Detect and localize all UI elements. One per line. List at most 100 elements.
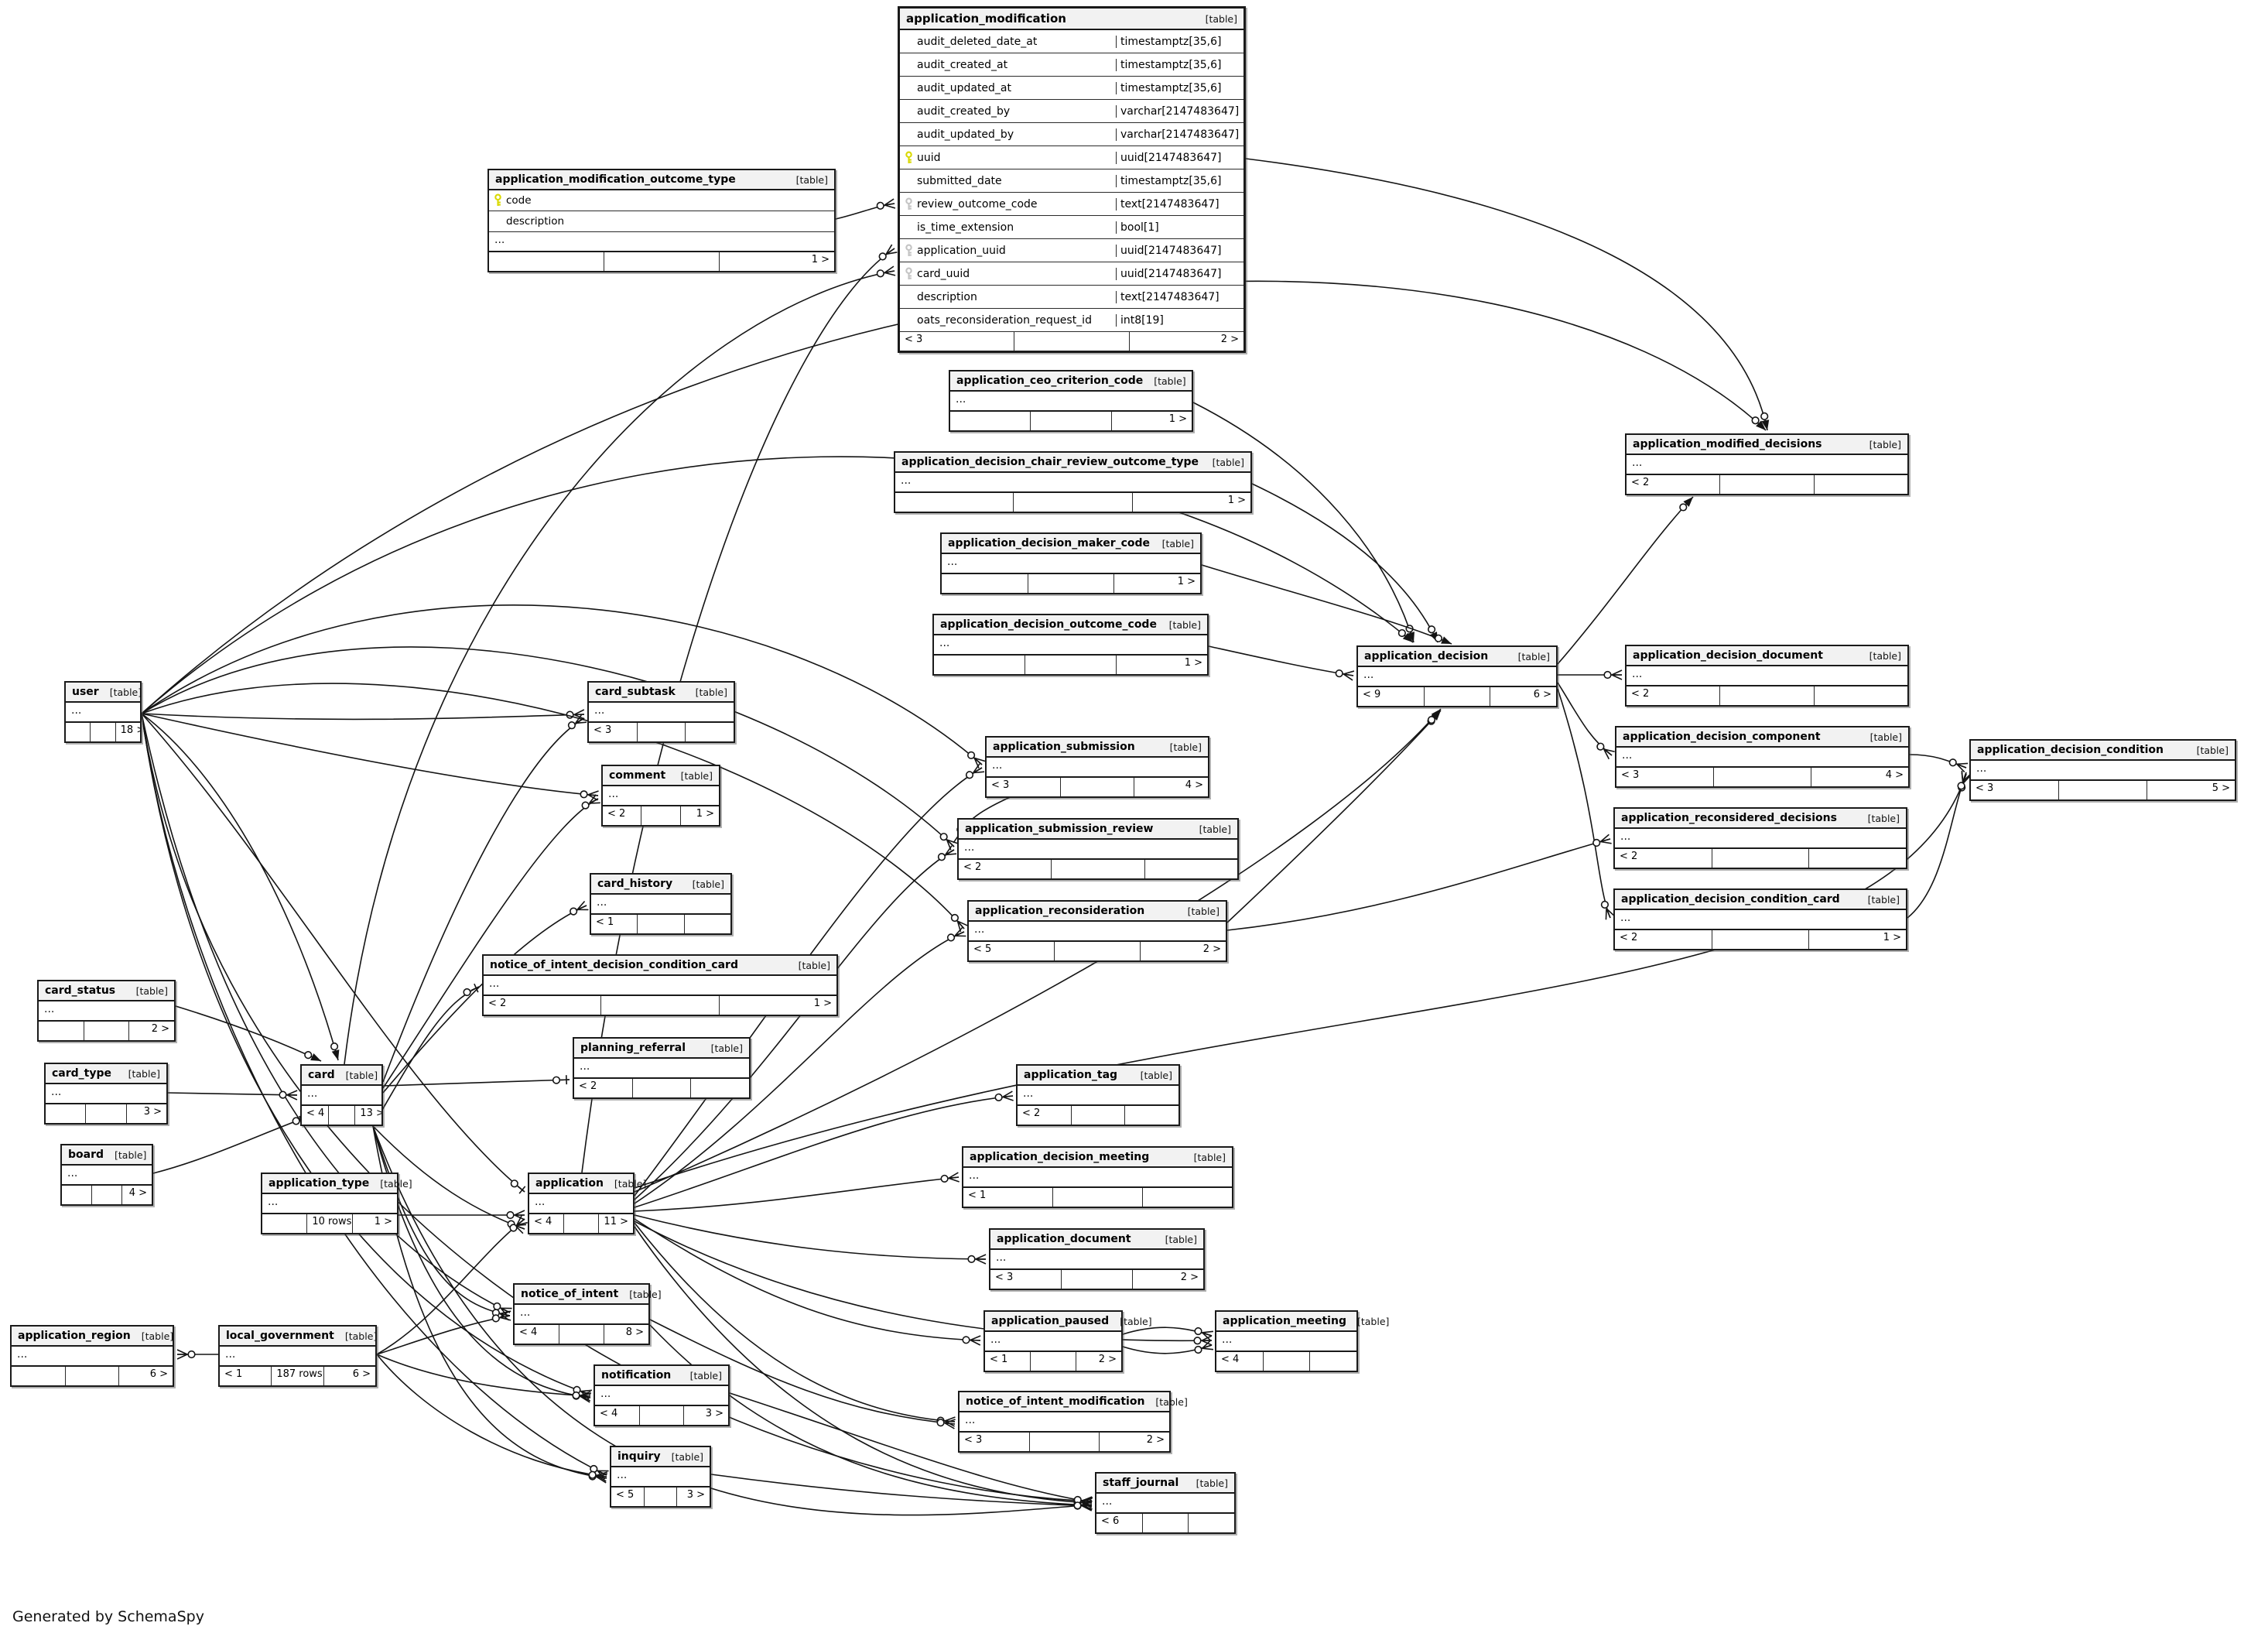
table-title[interactable]: application_meeting: [1223, 1315, 1346, 1327]
table-application_modification_outcome_type[interactable]: application_modification_outcome_type[ta…: [487, 169, 836, 272]
table-title[interactable]: notice_of_intent_decision_condition_card: [490, 959, 738, 971]
table-application_decision_condition[interactable]: application_decision_condition[table]...…: [1969, 739, 2236, 801]
table-title[interactable]: application_reconsidered_decisions: [1621, 812, 1837, 824]
table-title[interactable]: application_modification: [906, 12, 1066, 26]
table-title[interactable]: card_status: [45, 984, 116, 997]
table-title[interactable]: board: [68, 1149, 104, 1161]
children-count: 1 >: [1227, 495, 1246, 506]
columns-collapsed-ellipsis: ...: [963, 1168, 1232, 1188]
table-title[interactable]: notice_of_intent_modification: [966, 1395, 1145, 1408]
table-application_decision_document[interactable]: application_decision_document[table]...<…: [1625, 645, 1909, 707]
table-tag-label: [table]: [1154, 375, 1186, 387]
table-card_type[interactable]: card_type[table]...3 >: [44, 1063, 168, 1125]
table-title[interactable]: application_reconsideration: [975, 905, 1145, 917]
columns-collapsed-ellipsis: ...: [62, 1166, 152, 1186]
table-application_decision_meeting[interactable]: application_decision_meeting[table]...< …: [962, 1146, 1233, 1208]
table-card_status[interactable]: card_status[table]...2 >: [37, 980, 176, 1042]
table-title[interactable]: application_decision_maker_code: [948, 537, 1151, 549]
table-application_submission_review[interactable]: application_submission_review[table]...<…: [957, 818, 1239, 880]
table-application_decision_outcome_code[interactable]: application_decision_outcome_code[table]…: [932, 614, 1209, 676]
children-count: 4 >: [1885, 769, 1904, 781]
table-title[interactable]: planning_referral: [580, 1042, 686, 1054]
table-title[interactable]: application_decision_document: [1633, 649, 1823, 662]
column-name: is_time_extension: [917, 221, 1014, 234]
table-board[interactable]: board[table]...4 >: [60, 1144, 153, 1206]
table-title[interactable]: application_decision: [1364, 650, 1489, 662]
table-application_meeting[interactable]: application_meeting[table]...< 4: [1215, 1310, 1389, 1372]
table-title[interactable]: application_submission: [993, 741, 1135, 753]
columns-collapsed-ellipsis: ...: [484, 976, 836, 996]
table-title[interactable]: notification: [601, 1369, 672, 1381]
table-application_modification[interactable]: application_modification[table]audit_del…: [898, 6, 1246, 353]
columns-collapsed-ellipsis: ...: [1096, 1494, 1234, 1514]
table-title[interactable]: application_decision_component: [1623, 731, 1821, 743]
table-title[interactable]: card_subtask: [595, 686, 676, 698]
table-application_decision_condition_card[interactable]: application_decision_condition_card[tabl…: [1613, 888, 1907, 950]
table-title[interactable]: card_type: [52, 1067, 112, 1080]
table-title[interactable]: card_history: [597, 878, 673, 890]
parents-count: < 2: [484, 996, 602, 1015]
table-title[interactable]: application_type: [269, 1177, 370, 1190]
table-card_history[interactable]: card_history[table]...< 1: [590, 873, 732, 935]
table-title[interactable]: card: [308, 1069, 335, 1081]
table-title[interactable]: staff_journal: [1103, 1477, 1179, 1489]
table-title[interactable]: application_decision_chair_review_outcom…: [901, 456, 1199, 468]
table-title[interactable]: application_decision_condition: [1977, 744, 2164, 756]
table-application_decision_component[interactable]: application_decision_component[table]...…: [1615, 726, 1910, 788]
table-application_region[interactable]: application_region[table]...6 >: [10, 1325, 174, 1387]
table-application_decision_maker_code[interactable]: application_decision_maker_code[table]..…: [940, 532, 1202, 594]
table-card_subtask[interactable]: card_subtask[table]...< 3: [587, 681, 735, 743]
table-title[interactable]: application_submission_review: [965, 823, 1154, 835]
table-title[interactable]: application_tag: [1024, 1069, 1118, 1081]
table-application_ceo_criterion_code[interactable]: application_ceo_criterion_code[table]...…: [949, 370, 1193, 432]
table-title[interactable]: inquiry: [617, 1450, 661, 1463]
rows-count: [601, 996, 720, 1015]
table-application_tag[interactable]: application_tag[table]...< 2: [1016, 1064, 1180, 1126]
table-title[interactable]: local_government: [226, 1330, 334, 1342]
table-title[interactable]: application: [535, 1177, 604, 1190]
table-tag-label: [table]: [695, 686, 727, 698]
table-title[interactable]: application_document: [997, 1233, 1131, 1245]
table-application_reconsidered_decisions[interactable]: application_reconsidered_decisions[table…: [1613, 807, 1907, 869]
table-application_modified_decisions[interactable]: application_modified_decisions[table]...…: [1625, 433, 1909, 495]
table-title[interactable]: user: [72, 686, 99, 698]
table-title[interactable]: application_decision_outcome_code: [940, 618, 1157, 631]
columns-collapsed-ellipsis: ...: [934, 635, 1207, 656]
table-title[interactable]: notice_of_intent: [521, 1288, 619, 1300]
table-title[interactable]: application_paused: [991, 1315, 1110, 1327]
table-footer: 1 >: [942, 574, 1200, 593]
parents-count: < 3: [900, 332, 1015, 351]
table-notice_of_intent_modification[interactable]: notice_of_intent_modification[table]...<…: [958, 1391, 1188, 1453]
table-title[interactable]: application_decision_condition_card: [1621, 893, 1840, 906]
table-notice_of_intent_decision_condition_card[interactable]: notice_of_intent_decision_condition_card…: [482, 954, 838, 1016]
table-title[interactable]: application_modification_outcome_type: [495, 173, 736, 186]
table-footer: 3 >: [46, 1104, 166, 1123]
table-title[interactable]: application_decision_meeting: [970, 1151, 1150, 1163]
table-user[interactable]: user[table]...18 >: [64, 681, 142, 743]
table-planning_referral[interactable]: planning_referral[table]...< 2: [573, 1037, 751, 1099]
table-tag-label: [table]: [1869, 649, 1901, 662]
parents-count: < 6: [1096, 1514, 1143, 1532]
table-title[interactable]: application_ceo_criterion_code: [956, 375, 1144, 387]
table-title[interactable]: application_modified_decisions: [1633, 438, 1822, 450]
table-header: application_decision_outcome_code[table]: [934, 615, 1207, 635]
table-application_decision_chair_review_outcome_type[interactable]: application_decision_chair_review_outcom…: [894, 451, 1252, 513]
table-application_reconsideration[interactable]: application_reconsideration[table]...< 5…: [967, 900, 1227, 962]
table-staff_journal[interactable]: staff_journal[table]...< 6: [1095, 1472, 1236, 1534]
column-type: timestamptz[35,6]: [1116, 81, 1243, 94]
table-title[interactable]: comment: [609, 769, 666, 782]
table-title[interactable]: application_region: [18, 1330, 131, 1342]
